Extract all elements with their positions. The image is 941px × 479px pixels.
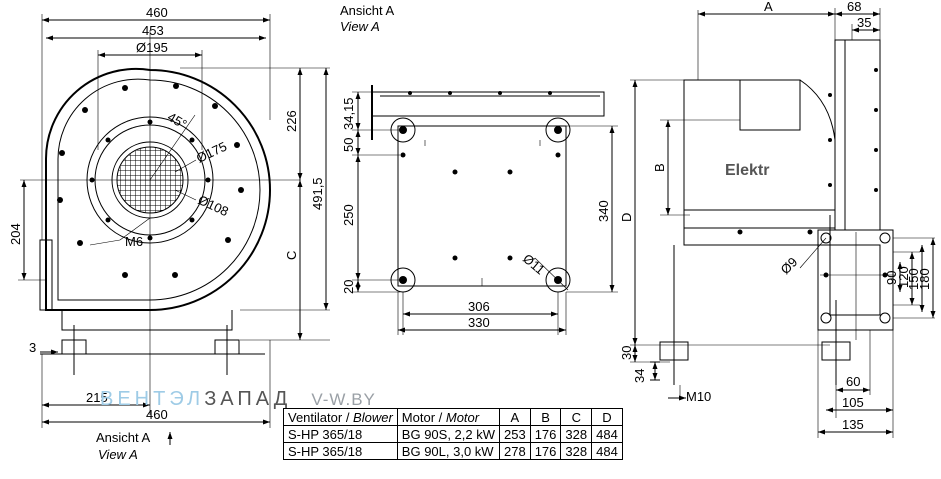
dim-50: 50 [341,138,356,152]
dim-195: Ø195 [136,40,168,55]
dim-20: 20 [341,280,356,294]
dim-460-bottom: 460 [146,407,168,422]
dim-340: 340 [596,200,611,222]
dim-35: 35 [857,15,871,30]
side-plate [817,229,894,331]
dim-d: D [619,213,634,222]
middle-view: Ansicht A View A [340,3,618,335]
view-a-title: Ansicht A [340,3,395,18]
dim-hole-9: Ø9 [778,254,801,277]
header-a: A [499,408,531,426]
cell-c: 328 [560,442,593,460]
dim-90: 90 [884,271,899,285]
motor-foot [683,215,831,246]
dim-30: 30 [619,346,634,360]
dim-3: 3 [29,340,36,355]
dim-3415: 34,15 [341,97,356,130]
dim-460-top: 460 [146,5,168,20]
cell-fan: S-HP 365/18 [283,442,398,460]
dim-105: 105 [842,395,864,410]
dim-135: 135 [842,417,864,432]
dim-b: B [652,163,667,172]
view-a-subtitle: View A [340,19,380,34]
label-m6: M6 [125,234,143,249]
motor-label: Elektr [725,162,769,179]
cell-b: 176 [529,442,562,460]
cell-a: 253 [499,425,531,443]
header-d: D [591,408,623,426]
dim-108: Ø108 [196,192,231,219]
dim-c: C [284,251,299,260]
view-a-title-bottom: Ansicht A [96,430,151,445]
watermark-blue: ВЕНТЭЛ [100,388,205,410]
header-fan: Ventilator / Blower [283,408,398,426]
dim-180: 180 [917,268,932,290]
housing-bolts [828,68,878,192]
right-view: Elektr [619,0,936,438]
left-view: 460 453 Ø195 45° Ø175 Ø108 M6 226 C 491,… [8,5,330,462]
dim-4915: 491,5 [310,177,325,210]
cell-motor: BG 90S, 2,2 kW [396,425,501,443]
dim-a: A [764,0,773,14]
dim-m10: M10 [686,389,711,404]
side-plate-holes [820,232,891,324]
dim-60: 60 [846,374,860,389]
cell-fan: S-HP 365/18 [283,425,398,443]
cell-c: 328 [560,425,593,443]
cell-motor: BG 90L, 3,0 kW [396,442,501,460]
cell-a: 278 [499,442,531,460]
view-a-subtitle-bottom: View A [98,447,138,462]
header-c: C [560,408,593,426]
dim-250: 250 [341,204,356,226]
housing-outline [44,67,271,311]
top-flange [371,91,605,117]
dim-215: 215 [86,390,108,405]
cell-d: 484 [591,425,623,443]
dim-204: 204 [8,223,23,245]
dim-453: 453 [142,23,164,38]
cell-b: 176 [529,425,562,443]
dim-68: 68 [847,0,861,14]
watermark-dark: ЗАПАД [204,388,292,410]
table-header-row: Ventilator / Blower Motor / Motor A B C … [283,408,623,426]
cell-d: 484 [591,442,623,460]
dim-226: 226 [284,110,299,132]
dim-306: 306 [468,299,490,314]
watermark-site: V-W.BY [311,390,376,409]
dim-120: 120 [896,266,911,288]
header-b: B [529,408,562,426]
dim-175: Ø175 [194,139,229,166]
plate-holes [400,152,561,261]
dim-330: 330 [468,315,490,330]
motor-body [683,79,836,229]
rim-bolts [57,83,244,278]
table-row: S-HP 365/18 BG 90S, 2,2 kW 253 176 328 4… [283,425,623,443]
dim-hole-11: Ø11 [520,251,548,278]
header-motor: Motor / Motor [396,408,501,426]
table-row: S-HP 365/18 BG 90L, 3,0 kW 278 176 328 4… [283,442,623,460]
spec-table: Ventilator / Blower Motor / Motor A B C … [283,408,623,460]
dim-150: 150 [906,268,921,290]
dim-34: 34 [632,369,647,383]
housing-side [834,39,881,231]
watermark: ВЕНТЭЛЗАПАД V-W.BY [100,388,376,411]
